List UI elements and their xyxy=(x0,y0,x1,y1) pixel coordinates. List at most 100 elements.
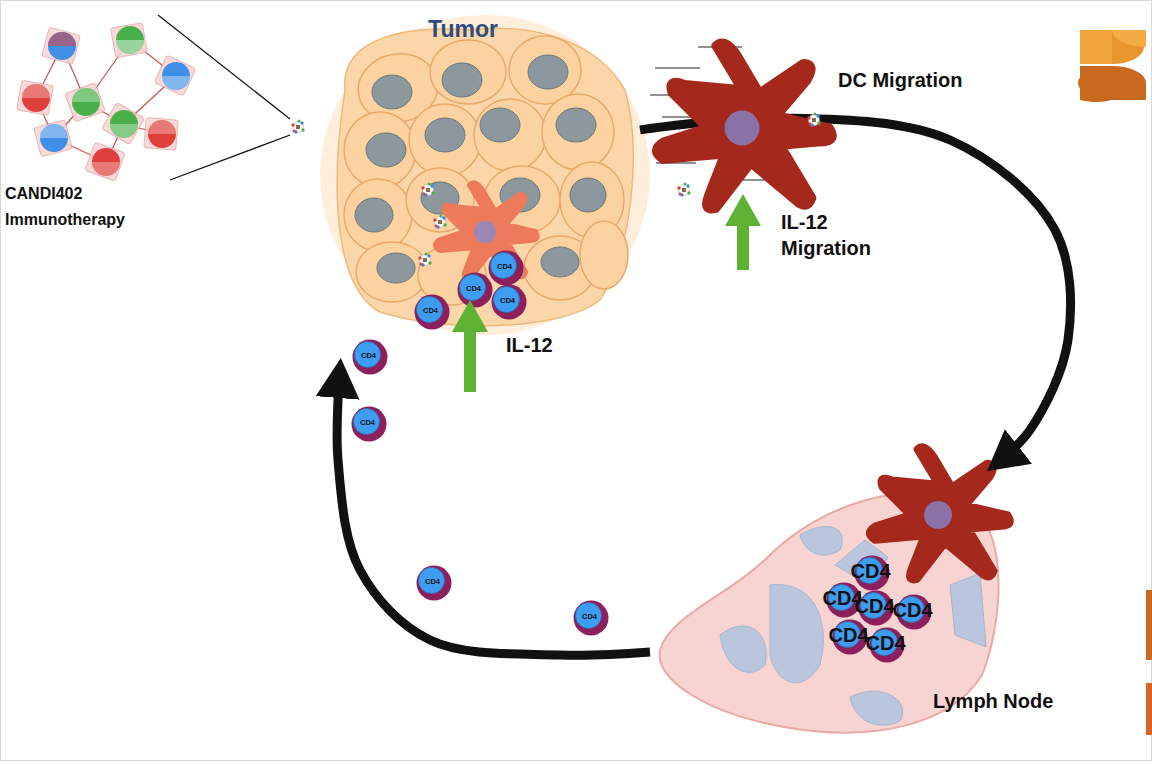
annotation-label: DC Migration xyxy=(838,68,1038,92)
migrating-dendritic-cell xyxy=(725,111,760,146)
crosslink-line xyxy=(54,138,106,162)
crosslink-line xyxy=(62,46,86,102)
cell-label: CD4 xyxy=(466,284,484,296)
cell-label: CD4 xyxy=(497,262,515,274)
dendritic-cell-nucleus xyxy=(924,501,952,529)
cell-body xyxy=(354,409,380,435)
cell-label: CD4 xyxy=(829,624,872,650)
motion-line xyxy=(656,163,696,164)
tumor-cell xyxy=(353,48,444,129)
tumor-illustration xyxy=(320,15,650,335)
cell-nucleus xyxy=(480,108,520,142)
particle xyxy=(65,83,105,122)
nanoparticle xyxy=(433,215,446,229)
nanoparticle xyxy=(421,183,434,197)
lymph-node-lobe xyxy=(850,691,903,725)
tumor-cell xyxy=(409,104,481,176)
annotation-label: IL-12 xyxy=(506,333,606,357)
cell-label: CD4 xyxy=(423,306,441,318)
particle xyxy=(34,120,73,157)
crosslink-line xyxy=(86,40,130,102)
nanoparticle xyxy=(291,120,304,134)
tumor-cell xyxy=(474,99,546,171)
nanoparticle xyxy=(807,113,820,127)
particle xyxy=(17,80,54,115)
particle xyxy=(148,120,176,134)
motion-line xyxy=(698,47,742,48)
migrating-dendritic-cell xyxy=(656,43,832,209)
crosslink-line xyxy=(130,40,176,76)
nanoparticle xyxy=(418,253,431,267)
cell-body xyxy=(460,275,486,301)
cd4-t-cell: CD4 xyxy=(416,565,452,601)
particle xyxy=(110,110,138,138)
cd4-t-cell: CD4 xyxy=(414,294,450,330)
cell-membrane xyxy=(353,340,388,375)
cell-nucleus xyxy=(541,247,579,277)
tumor-cell xyxy=(344,112,416,188)
lymph-node-lobe xyxy=(770,585,823,683)
flow-arrow xyxy=(640,118,1071,465)
nanoparticle xyxy=(677,183,690,197)
particle xyxy=(40,124,68,152)
particle xyxy=(116,40,144,54)
lymph-node-lobe xyxy=(950,573,986,647)
increase-arrow xyxy=(725,194,761,226)
cd4-t-cell: CD4 xyxy=(491,284,527,320)
particle xyxy=(85,142,125,181)
crosslink-line xyxy=(54,102,86,138)
particle xyxy=(102,103,145,145)
dendritic-cell xyxy=(869,447,1010,580)
cell-nucleus xyxy=(425,118,465,152)
particle xyxy=(22,84,50,112)
particle xyxy=(111,23,148,58)
particle xyxy=(144,118,178,151)
logo xyxy=(1078,30,1146,102)
cell-membrane xyxy=(352,407,387,442)
particle xyxy=(102,103,145,145)
cell-body xyxy=(355,342,381,368)
cell-label: CD4 xyxy=(851,560,894,586)
cd4-t-cell: CD4 xyxy=(854,555,890,591)
cell-membrane xyxy=(574,601,609,636)
cd4-t-cell: CD4 xyxy=(858,590,894,626)
tumor-cell xyxy=(406,168,474,232)
nanoparticle-cluster xyxy=(17,23,196,182)
particle xyxy=(92,162,120,176)
particle xyxy=(154,55,196,96)
particle xyxy=(72,88,100,102)
cell-label: CD4 xyxy=(582,612,600,624)
cd4-t-cell: CD4 xyxy=(352,339,388,375)
cell-membrane xyxy=(417,566,452,601)
motion-line xyxy=(650,47,766,180)
tumor-cell xyxy=(509,36,581,104)
cell-membrane xyxy=(415,295,450,330)
dendritic-cell-body xyxy=(869,447,1010,580)
node-heading: Lymph Node xyxy=(933,690,1053,713)
cd4-t-cell: CD4 xyxy=(896,594,932,630)
motion-line xyxy=(662,117,722,118)
logo xyxy=(1112,30,1146,47)
increase-arrow xyxy=(464,328,476,392)
cd4-t-cell: CD4 xyxy=(351,406,387,442)
cell-nucleus xyxy=(377,253,415,283)
particle xyxy=(92,148,120,176)
increase-arrow xyxy=(737,222,749,270)
motion-line xyxy=(655,68,700,69)
cell-nucleus xyxy=(355,55,606,283)
cell-body xyxy=(494,287,520,313)
cell-nucleus xyxy=(421,182,459,214)
tumor-cell xyxy=(484,166,560,234)
cd4-t-cell: CD4 xyxy=(869,627,905,663)
tumor-cell xyxy=(344,36,628,305)
crosslink-line xyxy=(36,46,62,98)
cell-label: CD4 xyxy=(425,577,443,589)
cell-body xyxy=(491,253,517,279)
zoom-line xyxy=(158,15,290,119)
particle xyxy=(65,83,105,122)
particle xyxy=(116,26,144,54)
crosslink-line xyxy=(86,102,124,124)
cell-label: CD4 xyxy=(893,599,936,625)
cell-nucleus xyxy=(570,178,606,212)
